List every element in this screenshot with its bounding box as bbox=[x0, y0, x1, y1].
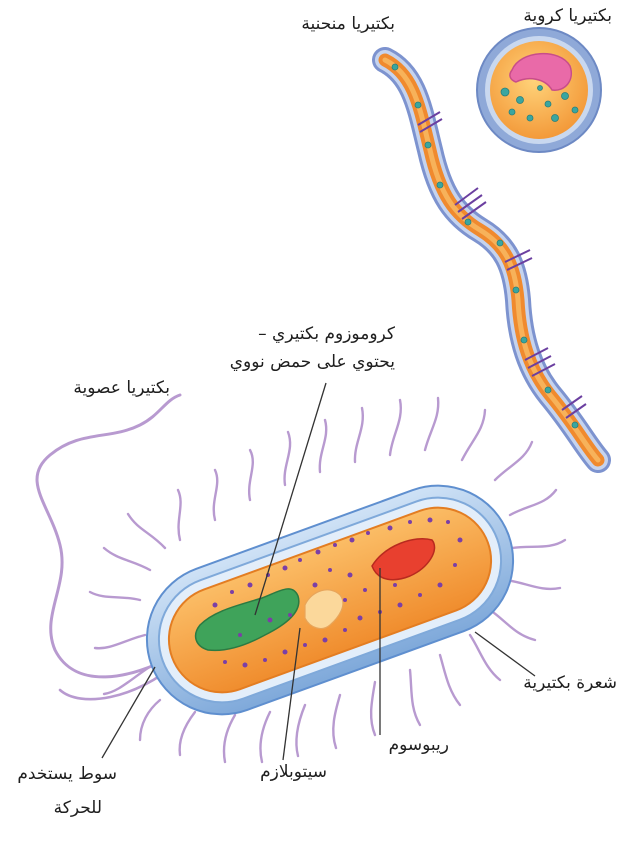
label-flagellum-line1: سوط يستخدم bbox=[17, 762, 117, 787]
label-bacillus: بكتيريا عصوية bbox=[73, 376, 170, 401]
label-pilus: شعرة بكتيرية bbox=[523, 671, 617, 696]
label-coccus: بكتيريا كروية bbox=[523, 4, 612, 29]
label-cytoplasm: سيتوبلازم bbox=[260, 760, 327, 785]
pilus-leader bbox=[475, 632, 535, 676]
label-spirillum: بكتيريا منحنية bbox=[301, 12, 395, 37]
bacillus-bacterium bbox=[37, 395, 565, 762]
label-flagellum-line2: للحركة bbox=[54, 796, 102, 821]
label-chromosome-line2: يحتوي على حمض نووي bbox=[230, 350, 395, 375]
label-chromosome-line1: كروموزوم بكتيري – bbox=[258, 322, 395, 347]
label-ribosome: ريبوسوم bbox=[389, 733, 449, 758]
coccus-bacterium bbox=[477, 28, 601, 152]
